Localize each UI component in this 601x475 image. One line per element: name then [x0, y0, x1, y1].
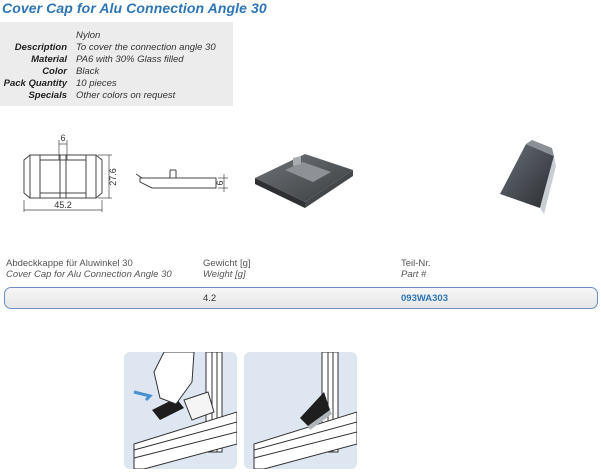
- spec-label: Pack Quantity: [3, 78, 67, 89]
- spec-label: Specials: [28, 90, 67, 101]
- dimension-thickness: 6: [215, 180, 225, 185]
- table-row[interactable]: 4.2 093WA303: [4, 287, 598, 309]
- header-weight-de: Gewicht [g]: [203, 258, 251, 269]
- product-top-image: [500, 140, 556, 214]
- installation-illustration-1: [133, 352, 237, 469]
- spec-value: To cover the connection angle 30: [76, 42, 216, 53]
- installation-photo-step-2: [244, 352, 357, 469]
- header-name-de: Abdeckkappe für Aluwinkel 30: [6, 258, 133, 269]
- spec-row-description: Description To cover the connection angl…: [0, 42, 233, 54]
- header-weight-en: Weight [g]: [203, 269, 246, 280]
- spec-row-material: Material PA6 with 30% Glass filled: [0, 54, 233, 66]
- spec-row-pack-quantity: Pack Quantity 10 pieces: [0, 78, 233, 90]
- spec-row-color: Color Black: [0, 66, 233, 78]
- specifications-panel: Nylon Description To cover the connectio…: [0, 22, 233, 106]
- technical-drawing-top-view: 6 27.6 45.2: [23, 133, 118, 212]
- dimension-height: 27.6: [108, 168, 118, 186]
- part-number-link[interactable]: 093WA303: [401, 293, 449, 304]
- spec-value: Other colors on request: [76, 90, 176, 101]
- installation-photo-step-1: [124, 352, 237, 469]
- spec-label: Color: [42, 66, 67, 77]
- header-part-en: Part #: [401, 269, 427, 280]
- page-title: Cover Cap for Alu Connection Angle 30: [2, 0, 267, 16]
- spec-value: PA6 with 30% Glass filled: [76, 54, 184, 65]
- spec-value: 10 pieces: [76, 78, 117, 89]
- spec-row-specials: Specials Other colors on request: [0, 90, 233, 102]
- header-name-en: Cover Cap for Alu Connection Angle 30: [6, 269, 172, 280]
- spec-value: Nylon: [76, 30, 101, 41]
- dimension-width-bottom: 45.2: [54, 200, 72, 210]
- header-part-de: Teil-Nr.: [401, 258, 431, 269]
- weight-value: 4.2: [203, 293, 217, 304]
- spec-value: Black: [76, 66, 100, 77]
- spec-label: Material: [31, 54, 67, 65]
- technical-drawing-side-view: 6: [135, 169, 228, 192]
- spec-row-type: Nylon: [0, 30, 233, 42]
- dimension-width-top: 6: [60, 133, 65, 143]
- product-underside-image: [255, 154, 353, 208]
- spec-label: Description: [14, 42, 67, 53]
- installation-illustration-2: [253, 352, 357, 469]
